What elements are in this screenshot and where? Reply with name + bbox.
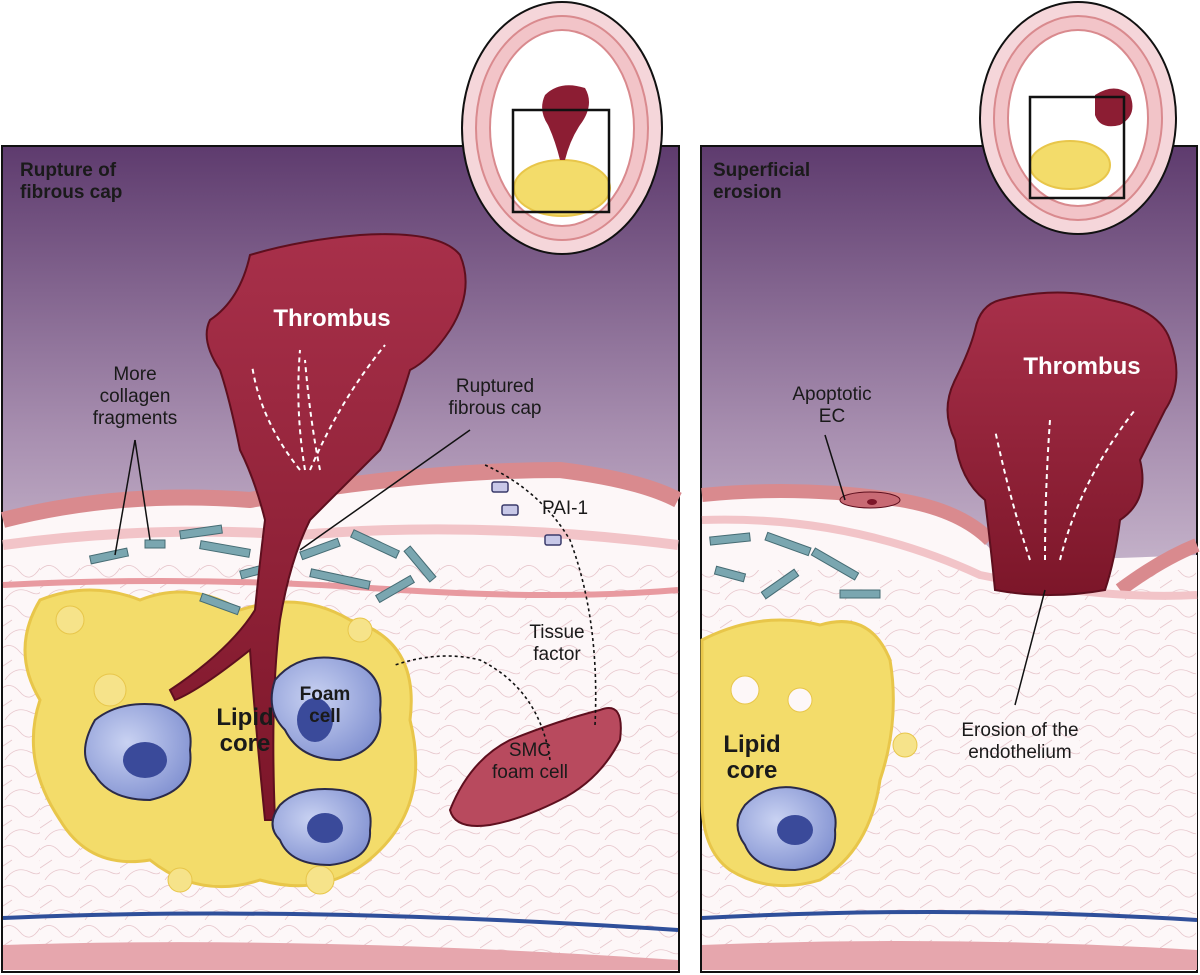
thrombus-right — [946, 291, 1178, 596]
left-panel-title: Rupture of fibrous cap — [20, 160, 123, 203]
apoptotic-ec-label: Apoptotic EC — [792, 384, 872, 427]
smc-foam-cell-label: SMC foam cell — [491, 740, 569, 783]
erosion-label: Erosion of the endothelium — [961, 720, 1079, 763]
left-thrombus-label: Thrombus — [273, 305, 391, 332]
collagen-label: More collagen fragments — [92, 364, 178, 429]
left-panel — [1, 145, 682, 973]
right-panel-title: Superficial erosion — [713, 160, 811, 203]
foam-cells-left — [84, 656, 382, 867]
right-lipid-core-label: Lipid core — [723, 731, 781, 784]
right-thrombus-label: Thrombus — [1023, 353, 1141, 380]
tissue-factor-label: Tissue factor — [529, 622, 585, 665]
right-panel — [700, 145, 1200, 973]
foam-cell-label: Foam cell — [299, 684, 351, 727]
inset-artery-left — [461, 1, 663, 255]
left-lipid-core-label: Lipid core — [216, 704, 274, 757]
inset-artery-right — [979, 1, 1177, 235]
smc-foam-cell — [448, 707, 622, 827]
pai1-label: PAI-1 — [541, 498, 589, 519]
ruptured-cap-label: Ruptured fibrous cap — [448, 376, 542, 419]
